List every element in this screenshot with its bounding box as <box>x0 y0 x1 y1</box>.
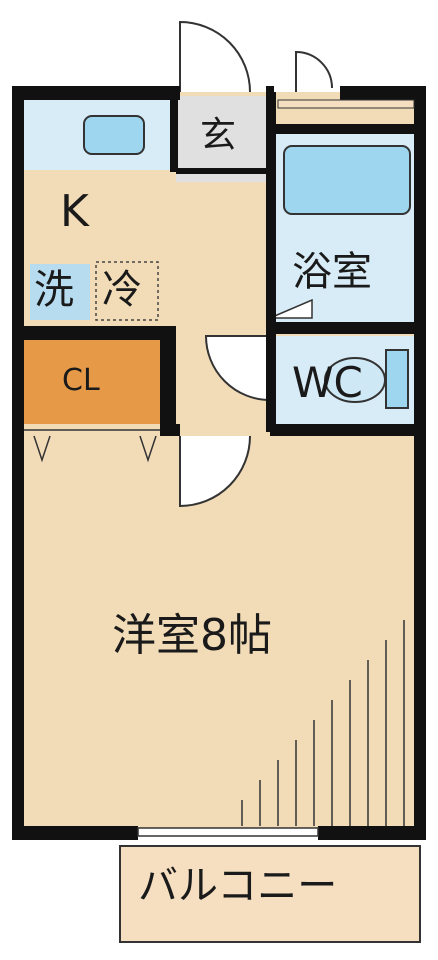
label-balcony: バルコニー <box>138 863 338 909</box>
closet-floor <box>24 338 160 424</box>
entrance-floor <box>176 96 268 182</box>
label-closet: CL <box>62 363 100 398</box>
balcony-floor <box>119 845 421 943</box>
label-bathroom: 浴室 <box>292 249 372 295</box>
room-door-swing <box>179 435 251 508</box>
label-toilet: WC <box>292 358 363 407</box>
sink <box>83 115 145 155</box>
label-kitchen: K <box>60 186 89 237</box>
toilet-tank <box>385 349 409 409</box>
toilet-bowl <box>324 357 386 403</box>
fridge-space <box>95 261 159 321</box>
diagonal-lines <box>241 620 405 826</box>
label-washer: 洗 <box>34 267 74 313</box>
window-top <box>277 99 415 109</box>
front-door-small <box>295 50 333 92</box>
walls <box>12 86 426 840</box>
bath-door-swing <box>269 298 313 319</box>
label-entrance: 玄 <box>200 115 237 156</box>
toilet-door-swing <box>204 335 271 401</box>
label-western-room: 洋室8帖 <box>112 610 272 661</box>
bathtub <box>283 145 411 215</box>
label-fridge: 冷 <box>102 267 142 313</box>
balcony-window <box>137 827 319 837</box>
entrance-door <box>179 20 251 93</box>
closet-doors <box>24 429 160 463</box>
washer-space <box>30 264 90 320</box>
